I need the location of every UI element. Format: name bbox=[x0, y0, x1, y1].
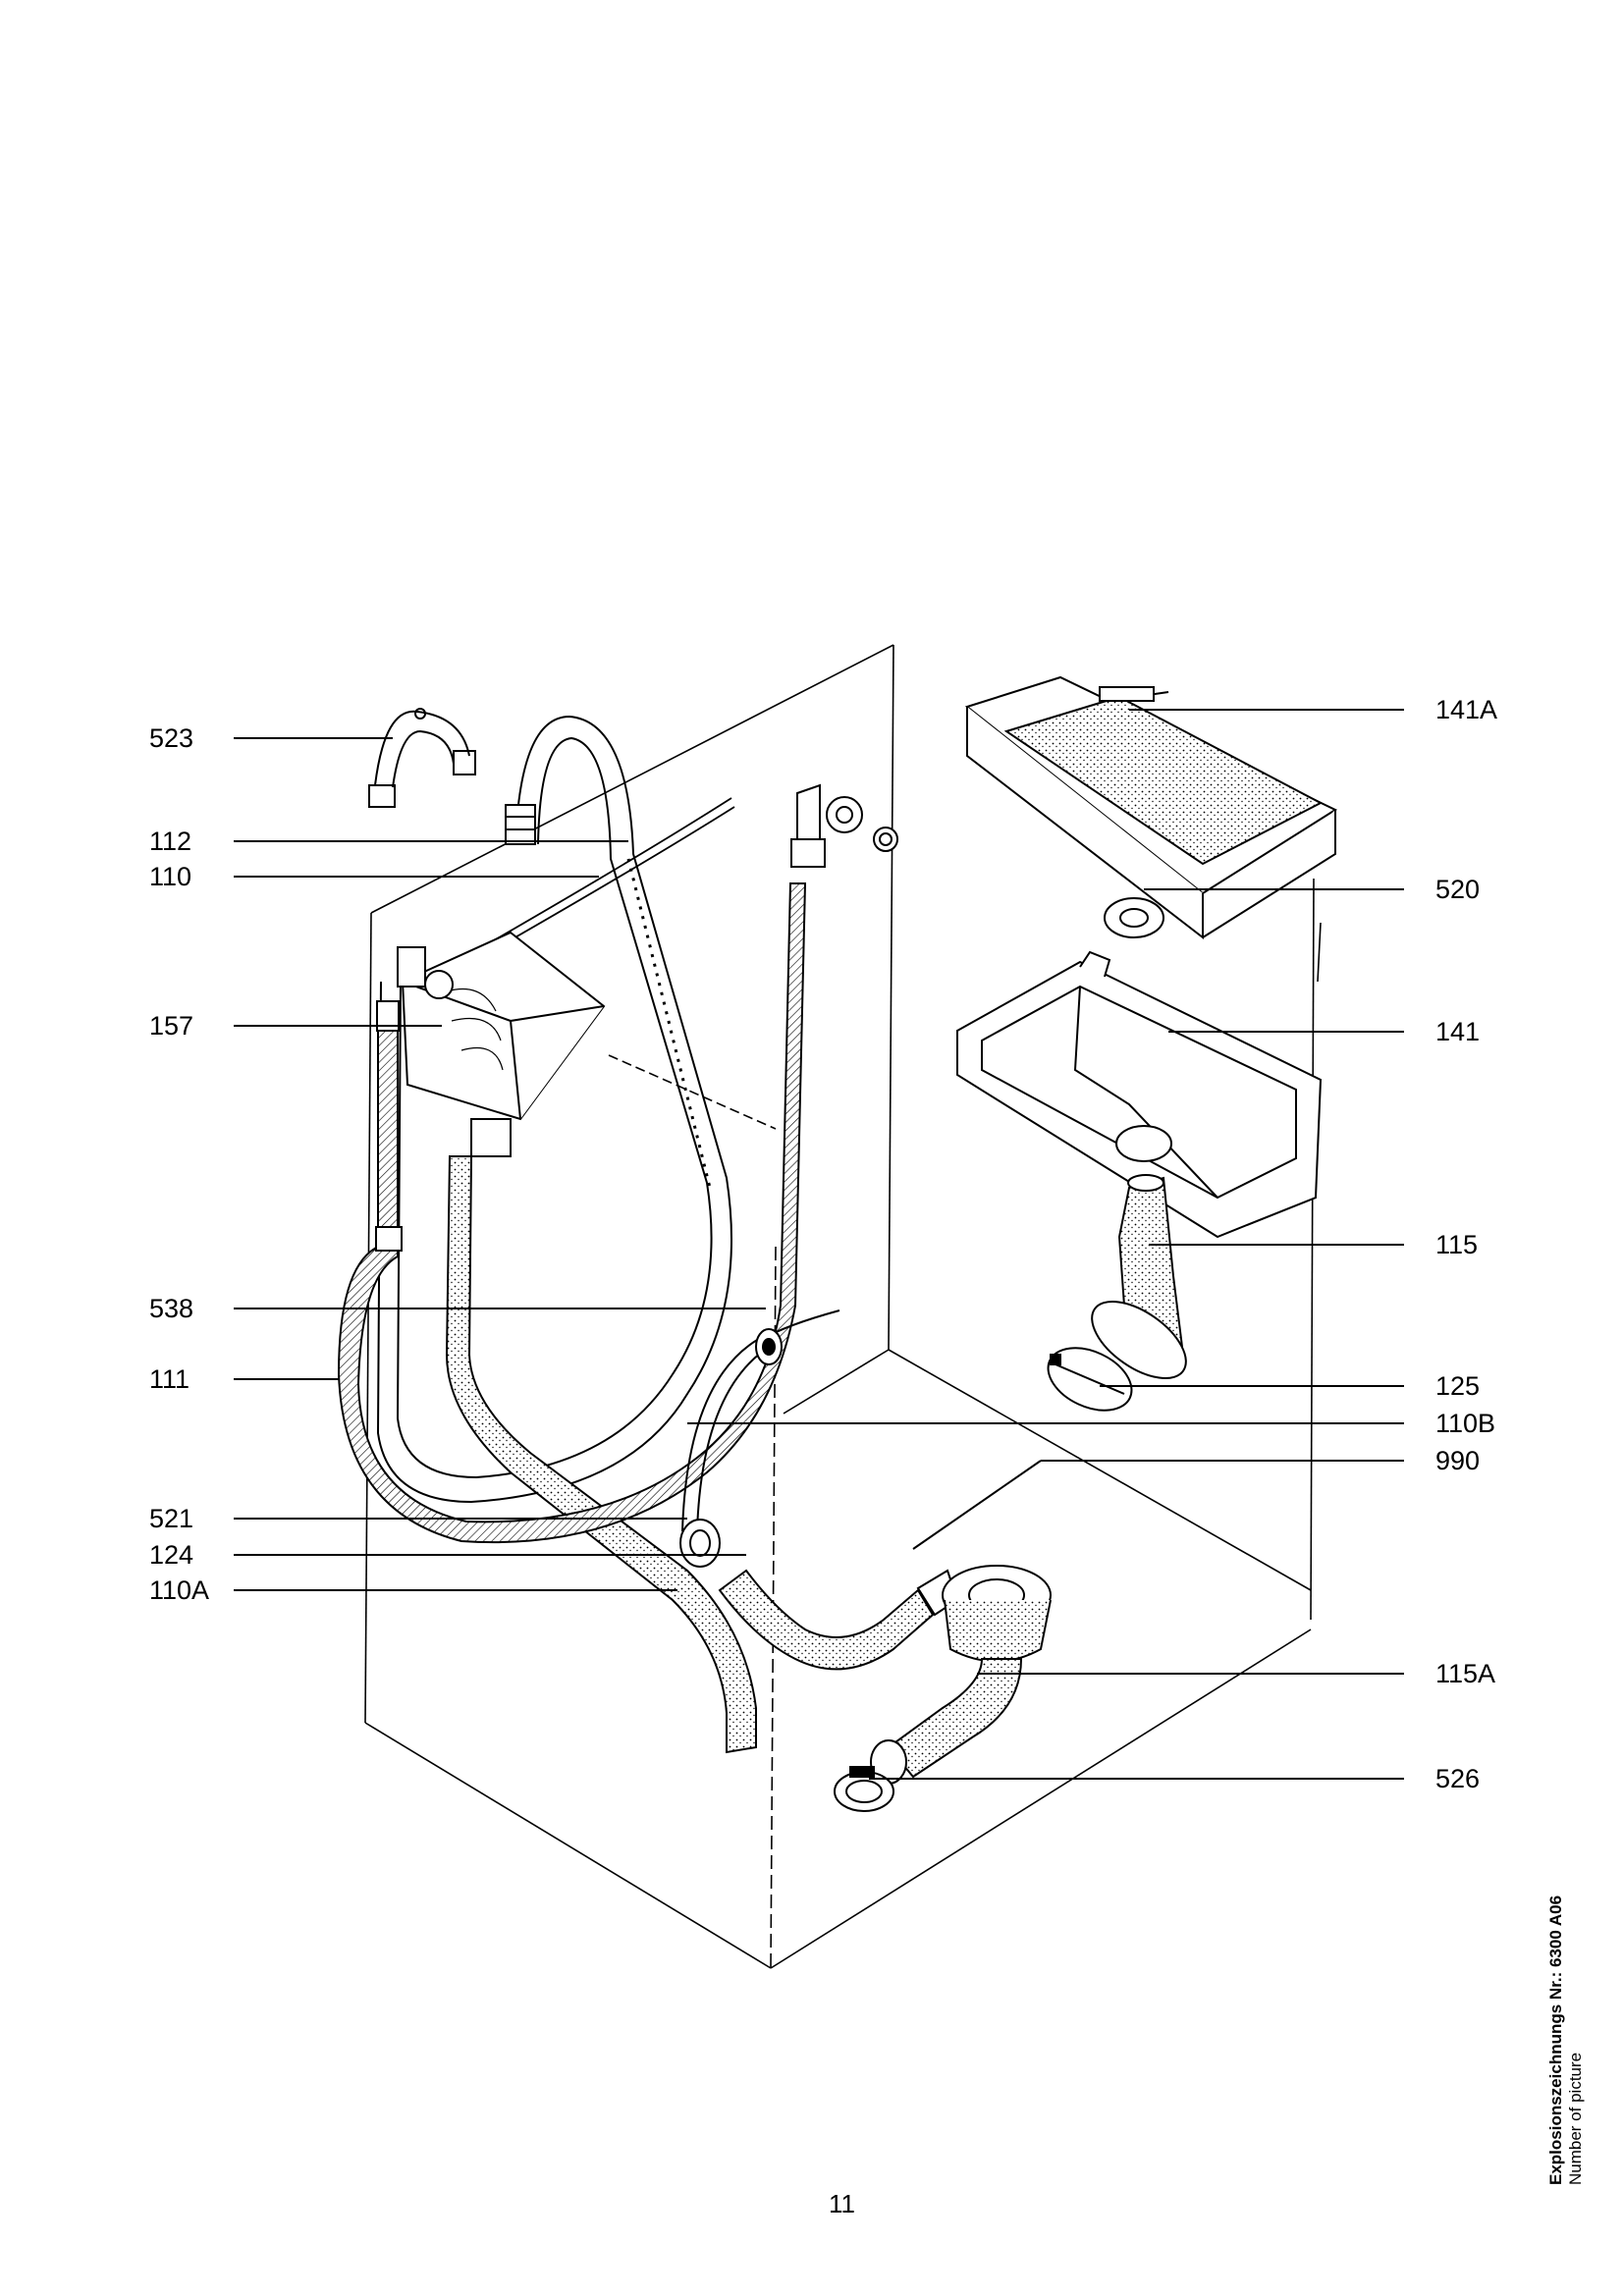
part-520-ring bbox=[1104, 897, 1164, 938]
cabinet-frame bbox=[364, 644, 1322, 1969]
drawing-number-title: Explosionszeichnungs Nr.: 6300 A06 bbox=[1546, 1895, 1565, 2185]
part-inlet-valve bbox=[790, 783, 898, 868]
callout-523: 523 bbox=[149, 723, 194, 753]
part-523-clip bbox=[368, 708, 476, 808]
part-157-tank bbox=[397, 931, 606, 1157]
callout-141a: 141A bbox=[1435, 695, 1498, 724]
part-141-tray bbox=[956, 950, 1323, 1239]
page-number: 11 bbox=[829, 2189, 855, 2218]
callout-521: 521 bbox=[149, 1504, 194, 1533]
part-110a-hose bbox=[445, 1155, 757, 1754]
part-125-disc bbox=[1047, 1347, 1133, 1412]
callout-990: 990 bbox=[1435, 1446, 1481, 1475]
drawing-number-subtitle: Number of picture bbox=[1566, 2052, 1585, 2185]
leader-lines bbox=[234, 709, 1404, 1780]
callout-112: 112 bbox=[149, 827, 192, 856]
part-115-hose bbox=[1091, 1174, 1187, 1380]
callout-110a: 110A bbox=[149, 1575, 210, 1605]
callout-157: 157 bbox=[149, 1011, 194, 1041]
callout-111: 111 bbox=[149, 1364, 190, 1394]
callout-110: 110 bbox=[149, 862, 192, 891]
callout-141: 141 bbox=[1435, 1017, 1481, 1046]
callout-124: 124 bbox=[149, 1540, 194, 1570]
callout-110b: 110B bbox=[1435, 1409, 1496, 1438]
part-141a-tray bbox=[964, 675, 1338, 940]
side-caption: Explosionszeichnungs Nr.: 6300 A06 Numbe… bbox=[1546, 1896, 1586, 2185]
callout-115: 115 bbox=[1435, 1230, 1479, 1259]
callout-125: 125 bbox=[1435, 1371, 1481, 1401]
callout-520: 520 bbox=[1435, 875, 1481, 904]
callout-538: 538 bbox=[149, 1294, 194, 1323]
part-111-hose bbox=[337, 882, 807, 1544]
part-115a-sump bbox=[834, 1565, 1052, 1812]
callout-526: 526 bbox=[1435, 1764, 1481, 1793]
part-112-hose bbox=[376, 715, 732, 1504]
callout-115a: 115A bbox=[1435, 1659, 1496, 1688]
part-538-110b bbox=[681, 1309, 840, 1532]
